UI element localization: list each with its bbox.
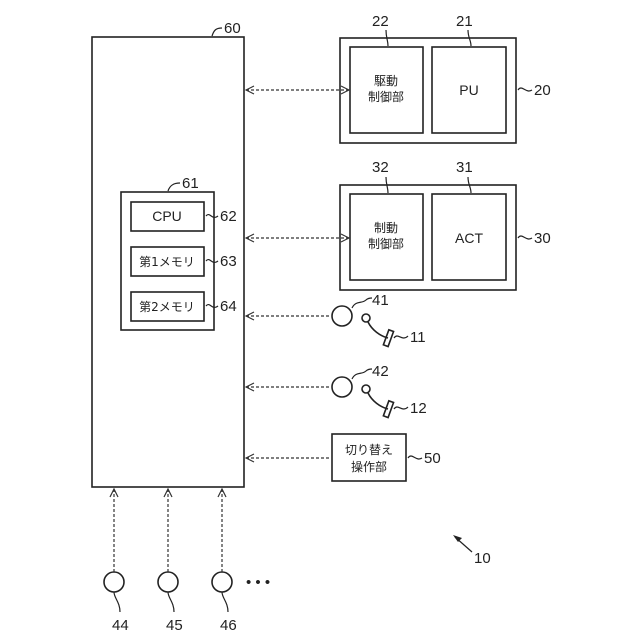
- cpu-label: CPU: [152, 208, 182, 224]
- leader-62: [206, 215, 218, 218]
- arrow-10-head: [453, 535, 462, 542]
- leader-12: [394, 407, 408, 409]
- pedal-sensor-41: 41 11: [332, 292, 426, 347]
- memory2-label: 第2メモリ: [139, 300, 195, 314]
- ref-20: 20: [534, 82, 551, 99]
- leader-50: [408, 456, 422, 459]
- bottom-sensor-44: 44: [104, 489, 129, 634]
- brake-unit-box: [340, 185, 516, 290]
- sensor-45-circle: [158, 572, 178, 592]
- bottom-sensor-45: 45: [158, 489, 183, 634]
- ellipsis: • • •: [246, 574, 270, 591]
- ref-45: 45: [166, 617, 183, 634]
- drive-controller-label-1: 駆動: [374, 74, 398, 88]
- ref-10: 10: [474, 550, 491, 567]
- leader-45: [168, 592, 174, 612]
- leader-64: [206, 305, 218, 308]
- leader-61: [168, 183, 180, 191]
- brake-unit-30: 制動 制御部 32 ACT 31 30: [340, 159, 551, 290]
- ref-41: 41: [372, 292, 389, 309]
- ref-46: 46: [220, 617, 237, 634]
- ref-30: 30: [534, 230, 551, 247]
- ref-22: 22: [372, 13, 389, 30]
- leader-41: [352, 298, 372, 308]
- leader-20: [518, 88, 532, 91]
- ref-63: 63: [220, 253, 237, 270]
- leader-11: [394, 336, 408, 338]
- ref-21: 21: [456, 13, 473, 30]
- sensor-46-circle: [212, 572, 232, 592]
- ref-31: 31: [456, 159, 473, 176]
- drive-controller-label-2: 制御部: [368, 89, 404, 104]
- leader-60: [212, 28, 222, 36]
- memory1-label: 第1メモリ: [139, 255, 195, 269]
- leader-30: [518, 236, 532, 239]
- power-unit-label: PU: [459, 82, 478, 98]
- pedal-sensor-42: 42 12: [332, 363, 427, 418]
- sensor-41-circle: [332, 306, 352, 326]
- drive-unit-20: 駆動 制御部 22 PU 21 20: [340, 13, 551, 143]
- ref-32: 32: [372, 159, 389, 176]
- ref-12: 12: [410, 400, 427, 417]
- switch-unit-label-2: 操作部: [351, 459, 387, 474]
- brake-controller-label-1: 制動: [374, 221, 398, 235]
- sensor-44-circle: [104, 572, 124, 592]
- bottom-sensor-46: 46: [212, 489, 237, 634]
- ref-64: 64: [220, 298, 237, 315]
- system-ref-10: 10: [453, 535, 491, 567]
- ref-61: 61: [182, 175, 199, 192]
- ref-44: 44: [112, 617, 129, 634]
- switch-unit-label-1: 切り替え: [345, 443, 393, 457]
- leader-42: [352, 369, 372, 379]
- pedal-12-pivot: [362, 385, 370, 393]
- sensor-42-circle: [332, 377, 352, 397]
- ref-11: 11: [410, 329, 426, 346]
- leader-44: [114, 592, 120, 612]
- ref-50: 50: [424, 450, 441, 467]
- actuator-label: ACT: [455, 230, 483, 246]
- pedal-12-pad: [383, 401, 393, 418]
- ref-62: 62: [220, 208, 237, 225]
- ref-60: 60: [224, 20, 241, 37]
- leader-46: [222, 592, 228, 612]
- pedal-11-arm: [368, 322, 388, 338]
- pedal-11-pad: [383, 330, 393, 347]
- processor-unit-61: 61 CPU 62 第1メモリ 63 第2メモリ 64: [121, 175, 237, 330]
- ref-42: 42: [372, 363, 389, 380]
- drive-unit-box: [340, 38, 516, 143]
- brake-controller-label-2: 制御部: [368, 236, 404, 251]
- pedal-12-arm: [368, 393, 388, 409]
- pedal-11-pivot: [362, 314, 370, 322]
- leader-63: [206, 260, 218, 263]
- switch-unit-50: 切り替え 操作部 50: [332, 434, 441, 481]
